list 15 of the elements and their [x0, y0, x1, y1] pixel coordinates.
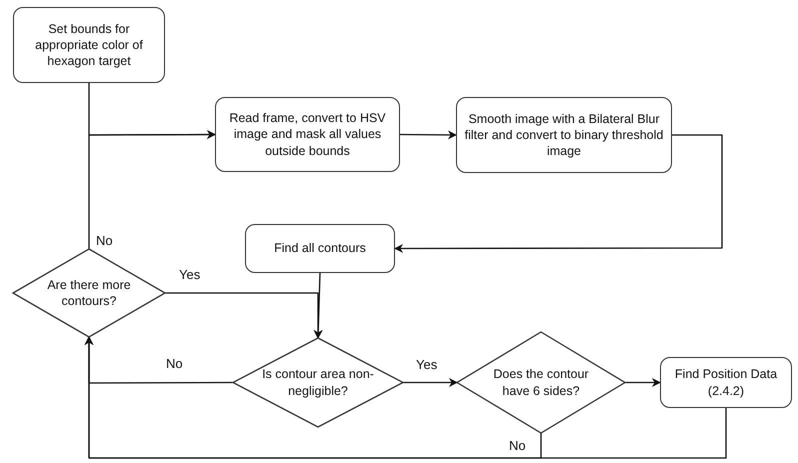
arrow — [625, 378, 661, 387]
process-box: Smooth image with a Bilateral Blur filter and convert to binary threshold image — [456, 97, 672, 173]
arrow — [84, 336, 727, 459]
decision-diamond: Are there more contours? — [13, 249, 165, 337]
process-box: Read frame, convert to HSV image and mask all values outside bounds — [215, 97, 400, 172]
arrow — [165, 292, 322, 339]
decision-diamond: Does the contour have 6 sides? — [457, 332, 625, 433]
process-box: Set bounds for appropriate color of hexagon target — [13, 7, 165, 83]
arrow — [400, 130, 457, 140]
arrow — [394, 134, 723, 253]
process-box: Find all contours — [245, 224, 395, 273]
process-box: Find Position Data (2.4.2) — [660, 357, 792, 408]
arrow — [88, 130, 216, 249]
decision-diamond: Is contour area non-negligible? — [233, 338, 403, 427]
arrow — [403, 378, 458, 387]
